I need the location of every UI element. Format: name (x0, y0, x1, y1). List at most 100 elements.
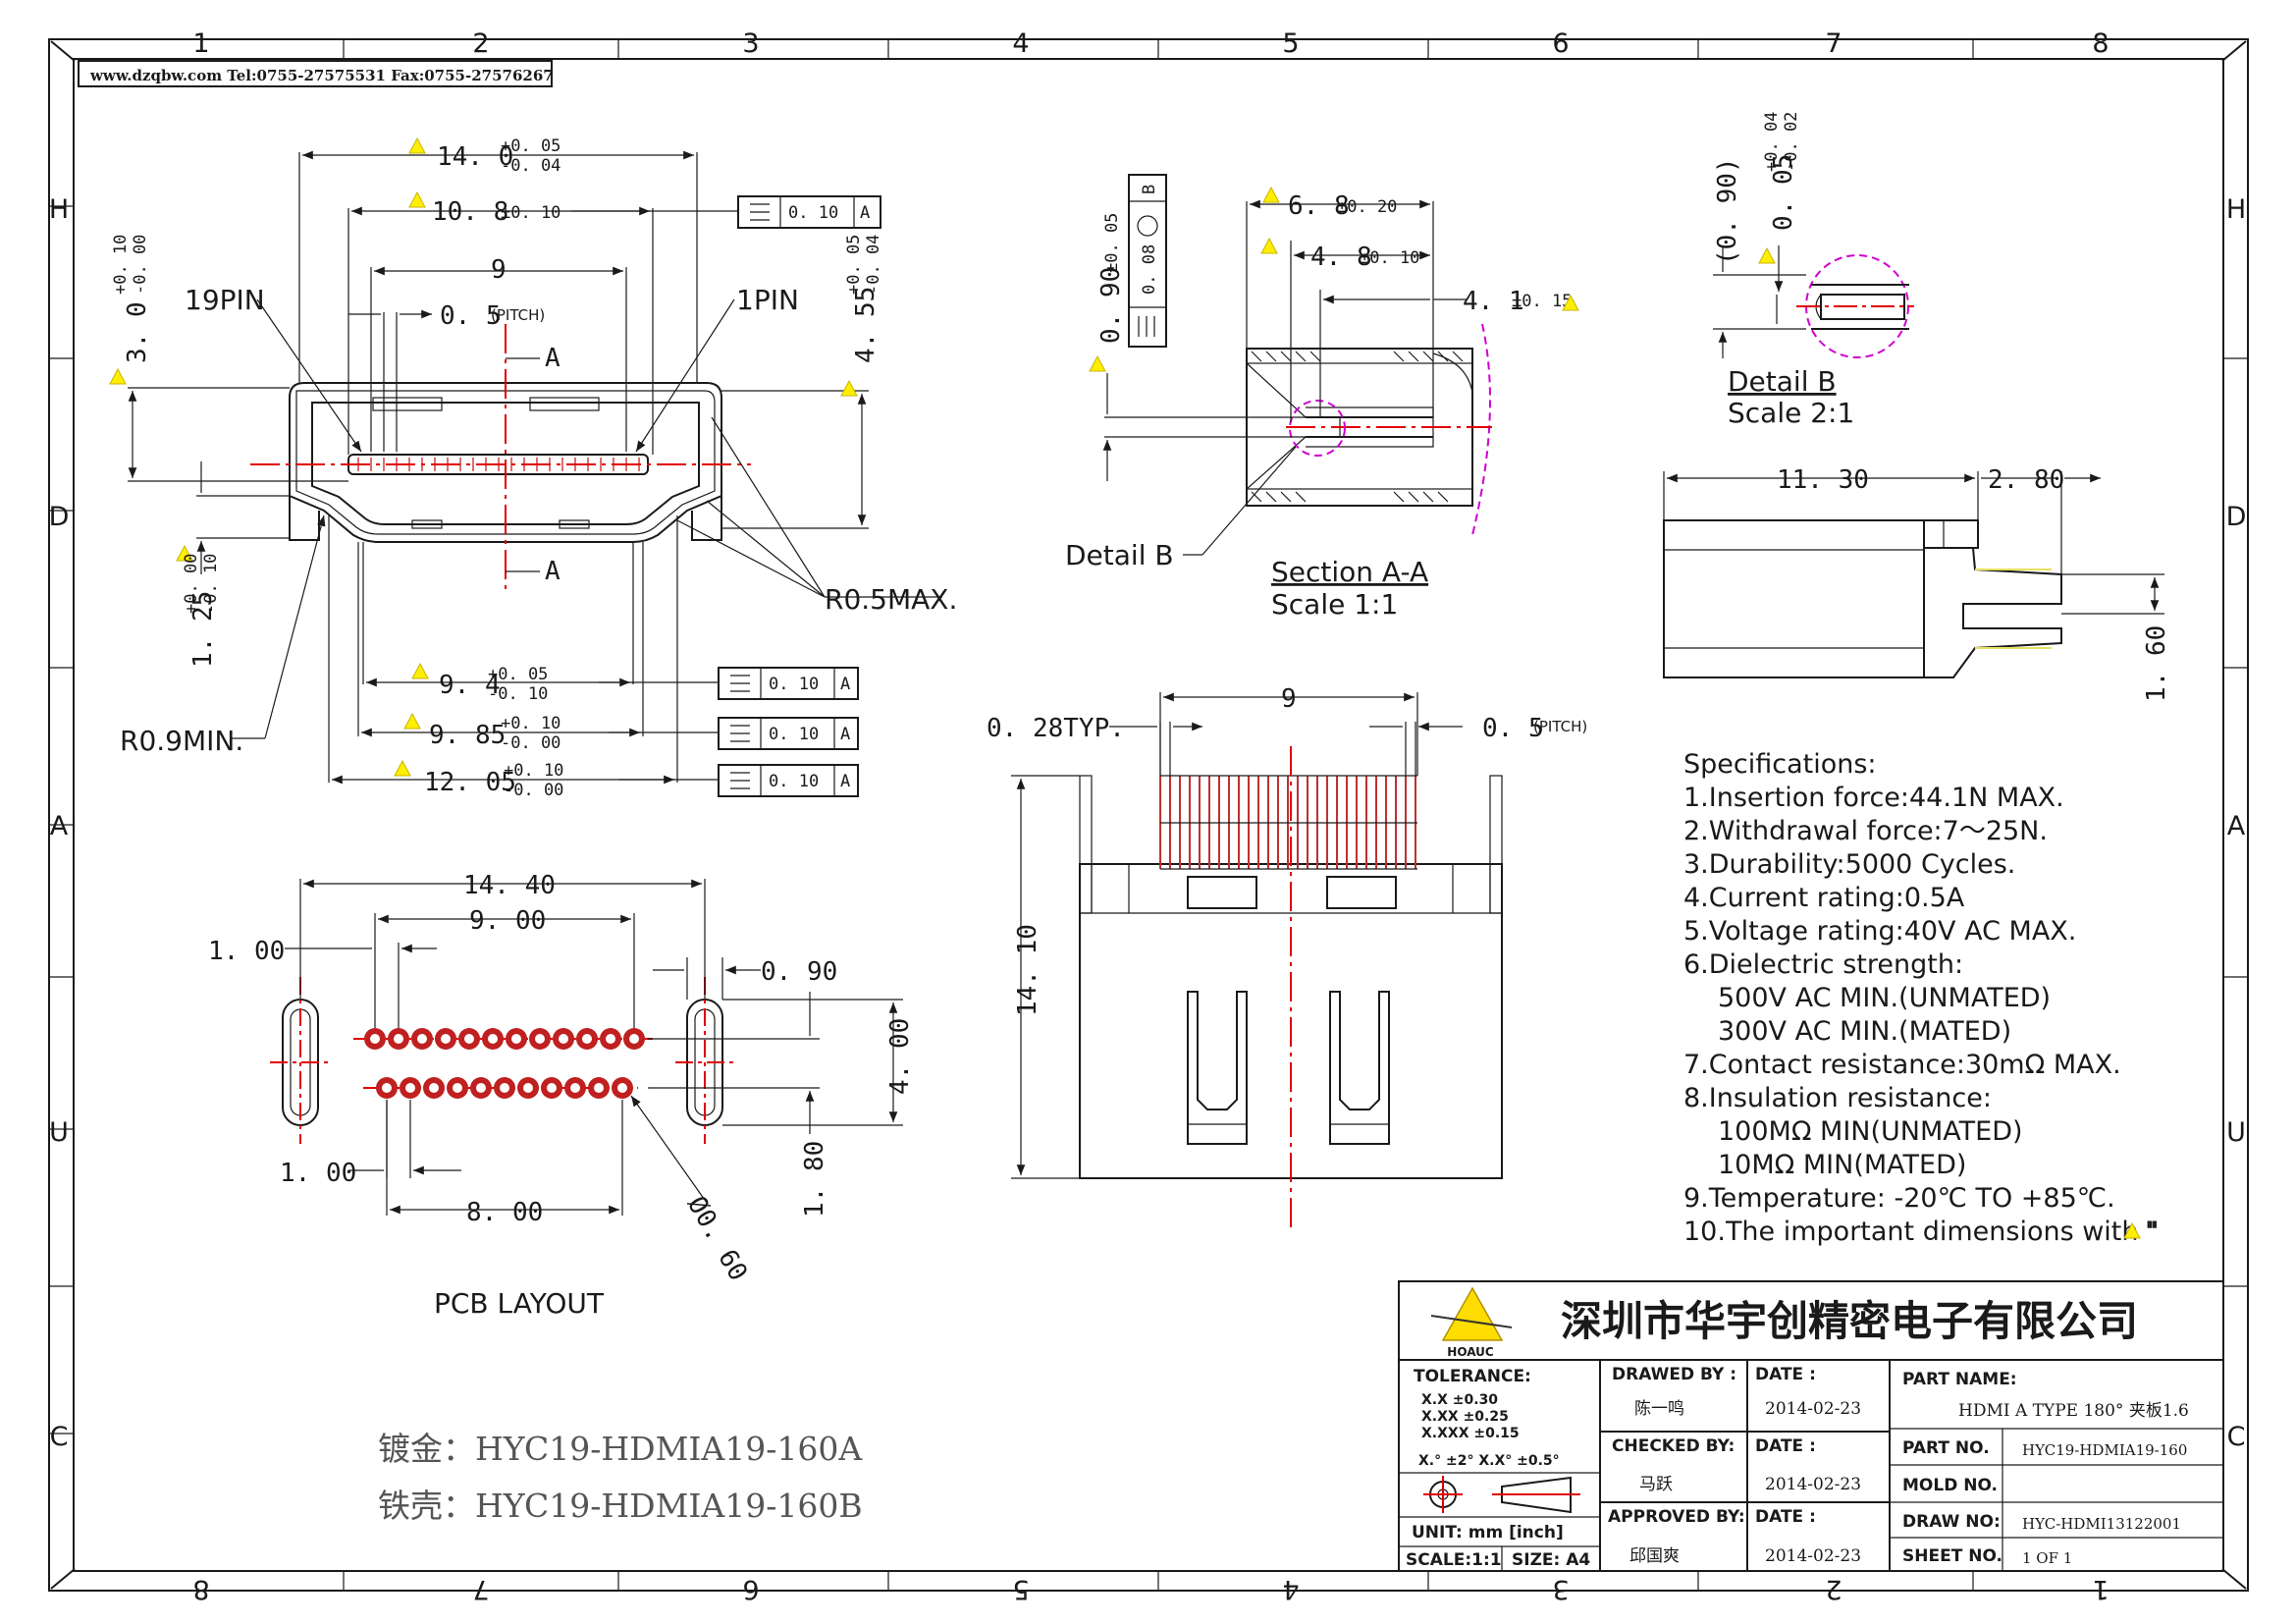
dim-14-10: 14. 10 (1013, 924, 1042, 1016)
sheet-no-label: SHEET NO. (1902, 1546, 2002, 1566)
dim-12-05: 12. 05 (424, 768, 516, 797)
zone-top-3: 3 (742, 28, 759, 59)
dim-diameter: Ø0. 60 (681, 1192, 753, 1286)
zone-bottom-1: 1 (2092, 1574, 2109, 1604)
spec-line-1: 1.Insertion force:44.1N MAX. (1683, 783, 2064, 813)
zone-bottom-6: 6 (742, 1574, 759, 1604)
dim-0-90-section-tol: ±0. 05 (1102, 213, 1122, 273)
section-scale: Scale 1:1 (1271, 588, 1398, 621)
part-name: HDMI A TYPE 180° 夹板1.6 (1958, 1401, 2189, 1421)
dim-8-00: 8. 00 (466, 1198, 543, 1227)
zone-right-h: H (2226, 194, 2246, 225)
pcb-pads-top (364, 1028, 645, 1050)
drawn-by-label: DRAWED BY : (1612, 1365, 1736, 1384)
approved-by: 邱国爽 (1629, 1546, 1680, 1566)
dim-9-top: 9 (1281, 684, 1297, 714)
label-detail-b-ref: Detail B (1065, 539, 1174, 571)
part-gold: 镀金：HYC19-HDMIA19-160A (378, 1430, 863, 1468)
label-1pin: 1PIN (736, 284, 799, 316)
dim-14-0: 14. 0 (437, 142, 513, 172)
checked-by: 马跃 (1639, 1475, 1673, 1494)
dim-0-90-section: 0. 90 (1096, 267, 1126, 344)
zone-left-c: C (50, 1422, 69, 1452)
tol-row-3: X.XXX ±0.15 (1421, 1426, 1520, 1441)
fcf-front-2: 0. 10 A (718, 667, 859, 700)
zone-top-8: 8 (2092, 28, 2109, 59)
date-2: 2014-02-23 (1765, 1475, 1861, 1494)
section-mark-bottom: A (545, 557, 561, 586)
part-iron: 铁壳：HYC19-HDMIA19-160B (378, 1487, 863, 1525)
spec-line-8: 8.Insulation resistance: (1683, 1083, 1992, 1113)
zone-top-1: 1 (192, 28, 209, 59)
company-name: 深圳市华宇创精密电子有限公司 (1561, 1297, 2138, 1345)
zone-right-c: C (2227, 1422, 2246, 1452)
dim-11-30: 11. 30 (1777, 465, 1869, 495)
date-label-3: DATE : (1755, 1507, 1816, 1527)
zone-top-5: 5 (1282, 28, 1299, 59)
mold-no-label: MOLD NO. (1902, 1476, 1998, 1495)
dim-10-8-tol: ±0. 10 (501, 203, 561, 223)
fcf-front-4: 0. 10 A (718, 764, 859, 797)
date-3: 2014-02-23 (1765, 1546, 1861, 1566)
dim-4-8-tol: ±0. 10 (1360, 248, 1419, 268)
zone-left-h: H (49, 194, 69, 225)
approved-by-label: APPROVED BY: (1608, 1507, 1745, 1527)
tol-row-2: X.XX ±0.25 (1421, 1409, 1509, 1425)
detail-title: Detail B (1728, 365, 1837, 398)
svg-text:0. 10: 0. 10 (788, 203, 838, 223)
fcf-section: 0. 08 B (1128, 174, 1167, 348)
dim-4-55-tol-top: +0. 05 (844, 235, 864, 295)
dim-9-4-tol-bot: -0. 10 (488, 684, 548, 704)
svg-text:0. 10: 0. 10 (769, 725, 819, 744)
spec-line-10: 10.The important dimensions with " (1683, 1217, 2160, 1247)
dim-0-90-pcb: 0. 90 (761, 957, 837, 987)
dim-1-80: 1. 80 (800, 1141, 829, 1218)
checked-by-label: CHECKED BY: (1612, 1436, 1735, 1456)
label-19pin: 19PIN (185, 284, 265, 316)
company-logo: HOAUC (1430, 1286, 1513, 1359)
zone-bottom-7: 7 (472, 1574, 489, 1604)
spec-line-6a: 500V AC MIN.(UNMATED) (1718, 983, 2051, 1013)
logo-text: HOAUC (1447, 1345, 1494, 1359)
dim-1-60: 1. 60 (2142, 625, 2171, 702)
draw-no: HYC-HDMI13122001 (2022, 1515, 2181, 1533)
svg-text:0. 10: 0. 10 (769, 675, 819, 694)
svg-text:A: A (840, 772, 850, 791)
dim-9-front: 9 (491, 255, 507, 285)
zone-bottom-3: 3 (1552, 1574, 1569, 1604)
spec-line-9: 9.Temperature: -20℃ TO +85℃. (1683, 1183, 2115, 1214)
dim-3-0-tol-top: +0. 10 (111, 235, 131, 295)
spec-line-2: 2.Withdrawal force:7～25N. (1683, 816, 2048, 846)
projection-symbol-icon (1423, 1476, 1580, 1514)
fcf-front-1: 0. 10 A (737, 195, 881, 229)
pcb-title: PCB LAYOUT (434, 1287, 605, 1320)
dim-4-55: 4. 55 (851, 287, 881, 363)
label-r09-min: R0.9MIN. (120, 725, 243, 757)
dim-14-40: 14. 40 (463, 871, 556, 900)
zone-bottom-5: 5 (1012, 1574, 1029, 1604)
tol-angle: X.° ±2° X.X° ±0.5° (1418, 1453, 1560, 1469)
side-view: 11. 30 2. 80 1. 60 (1663, 465, 2171, 702)
date-label-2: DATE : (1755, 1436, 1816, 1456)
zone-left-a: A (50, 811, 69, 841)
part-no: HYC19-HDMIA19-160 (2022, 1441, 2187, 1459)
size-label: SIZE: A4 (1512, 1550, 1590, 1570)
dim-4-1-tol: ±0. 15 (1512, 292, 1572, 311)
drawn-by: 陈一鸣 (1634, 1399, 1684, 1419)
spec-line-5: 5.Voltage rating:40V AC MAX. (1683, 916, 2076, 947)
zone-bottom-4: 4 (1282, 1574, 1299, 1604)
front-view: A A 14. 0 +0. 05 -0. 04 10. 8 ±0. 10 0. … (109, 136, 957, 800)
pitch-note-front: (PITCH) (491, 306, 545, 324)
dim-14-0-tol-bot: -0. 04 (501, 156, 561, 176)
tol-row-1: X.X ±0.30 (1421, 1392, 1498, 1408)
zone-labels: 1 2 3 4 5 6 7 8 8 7 6 5 4 3 2 1 H D A U … (49, 28, 2247, 1604)
dim-10-8: 10. 8 (432, 197, 508, 227)
dim-detail-090: (0. 90) (1713, 157, 1742, 265)
dim-3-0-tol-bot: -0. 00 (131, 235, 150, 295)
dim-pitch-front: 0. 5 (440, 301, 502, 331)
zone-right-d: D (2226, 502, 2247, 532)
spec-line-6: 6.Dielectric strength: (1683, 949, 1963, 980)
tolerance-label: TOLERANCE: (1414, 1367, 1531, 1386)
section-mark-top: A (545, 344, 561, 373)
dim-detail-005-tol-bot: -0. 02 (1782, 112, 1801, 172)
